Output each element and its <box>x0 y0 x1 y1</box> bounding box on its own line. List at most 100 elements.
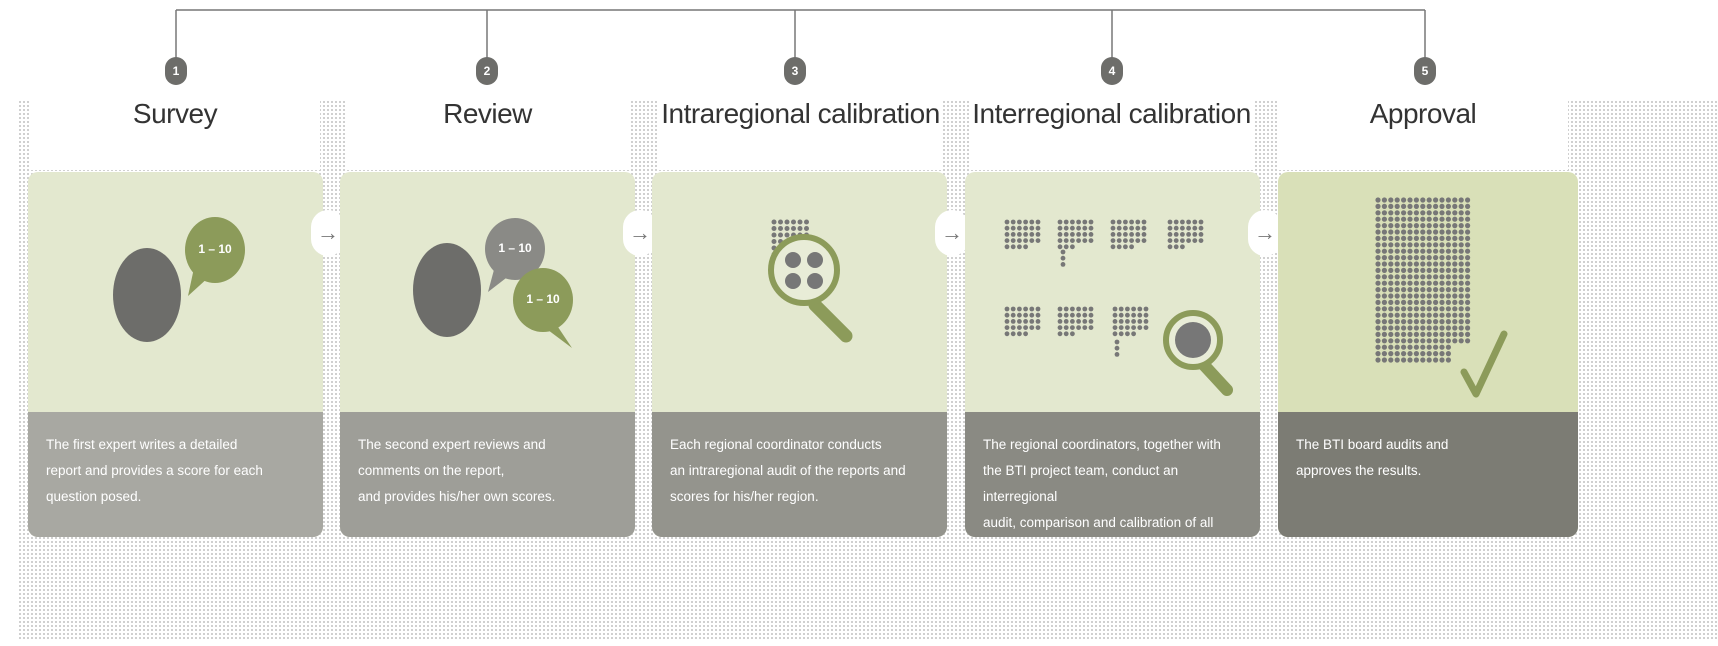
dot <box>1420 223 1426 229</box>
dot <box>1141 219 1147 225</box>
dot <box>1458 267 1464 273</box>
dot <box>1445 312 1451 318</box>
dot <box>1401 280 1407 286</box>
dot <box>1452 274 1458 280</box>
dot <box>1010 232 1016 237</box>
dot <box>1401 306 1407 312</box>
dot <box>1017 325 1022 330</box>
dot <box>1420 338 1426 344</box>
dot <box>1458 235 1464 241</box>
dot <box>1088 219 1094 225</box>
dot <box>1413 203 1419 209</box>
dot <box>1123 225 1128 231</box>
dot <box>1426 216 1432 222</box>
step-description-review: The second expert reviews and comments o… <box>340 412 635 537</box>
dot <box>1082 312 1088 318</box>
dot <box>1186 238 1191 243</box>
dot <box>1433 306 1439 312</box>
dot <box>1439 229 1445 235</box>
dot <box>1401 255 1407 261</box>
dot <box>1394 312 1400 318</box>
dot <box>1141 238 1147 243</box>
dot <box>1125 325 1130 330</box>
dot <box>1420 203 1426 209</box>
dot <box>1167 238 1173 243</box>
dot <box>1394 255 1400 261</box>
dot <box>1445 242 1451 248</box>
step-number-3: 3 <box>784 57 806 85</box>
dot <box>1426 197 1432 203</box>
dot <box>1452 248 1458 254</box>
dot <box>1458 331 1464 337</box>
dot <box>1004 306 1010 312</box>
dot <box>1076 312 1081 318</box>
dot <box>1375 331 1381 337</box>
dot <box>1082 219 1088 225</box>
dot <box>1375 242 1381 248</box>
dot <box>1452 197 1458 203</box>
dot <box>1458 223 1464 229</box>
dot <box>1465 223 1471 229</box>
dot <box>1407 235 1413 241</box>
dot <box>1401 197 1407 203</box>
dot <box>1070 325 1075 330</box>
dot <box>1413 331 1419 337</box>
dot <box>1439 210 1445 216</box>
dot <box>1035 319 1041 324</box>
dot <box>1135 219 1141 225</box>
dot <box>1070 244 1075 250</box>
regional-dot-grids <box>1004 219 1204 357</box>
dot <box>1433 235 1439 241</box>
dot <box>1063 232 1069 237</box>
dot <box>1445 319 1451 325</box>
dot <box>1381 331 1387 337</box>
dot <box>1445 351 1451 357</box>
dot <box>1439 197 1445 203</box>
dot <box>1458 293 1464 299</box>
dot <box>1129 244 1134 250</box>
dot <box>1029 232 1035 237</box>
dot <box>1458 299 1464 305</box>
dot <box>1023 244 1028 250</box>
dot <box>1458 210 1464 216</box>
dot <box>1445 203 1451 209</box>
dot <box>1394 261 1400 267</box>
dot <box>1375 338 1381 344</box>
dot <box>1010 325 1016 330</box>
dot <box>804 226 809 231</box>
dot <box>1070 312 1075 318</box>
dot <box>1420 267 1426 273</box>
dot <box>1381 210 1387 216</box>
dot <box>1123 219 1128 225</box>
dot <box>1112 331 1118 337</box>
dot <box>1413 338 1419 344</box>
dot <box>1439 319 1445 325</box>
dot <box>1110 238 1116 243</box>
dot <box>1465 331 1471 337</box>
dot <box>1407 197 1413 203</box>
dot <box>1023 238 1028 243</box>
dot <box>1420 293 1426 299</box>
dot <box>1465 203 1471 209</box>
dot <box>1004 312 1010 318</box>
dot <box>1445 261 1451 267</box>
dot <box>1010 225 1016 231</box>
dot <box>1381 312 1387 318</box>
dot <box>1388 274 1394 280</box>
dot <box>1131 325 1136 330</box>
dot <box>1401 325 1407 331</box>
dot <box>1401 216 1407 222</box>
title-backdrop-2 <box>345 100 630 170</box>
dot <box>1394 223 1400 229</box>
dot <box>1088 325 1094 330</box>
dot <box>1413 325 1419 331</box>
dot <box>1076 306 1081 312</box>
dot <box>1141 225 1147 231</box>
dot <box>1070 331 1075 337</box>
dot <box>1388 299 1394 305</box>
dot <box>1420 280 1426 286</box>
dot <box>1375 235 1381 241</box>
dot <box>1381 280 1387 286</box>
dot <box>1070 225 1075 231</box>
dot <box>1465 280 1471 286</box>
